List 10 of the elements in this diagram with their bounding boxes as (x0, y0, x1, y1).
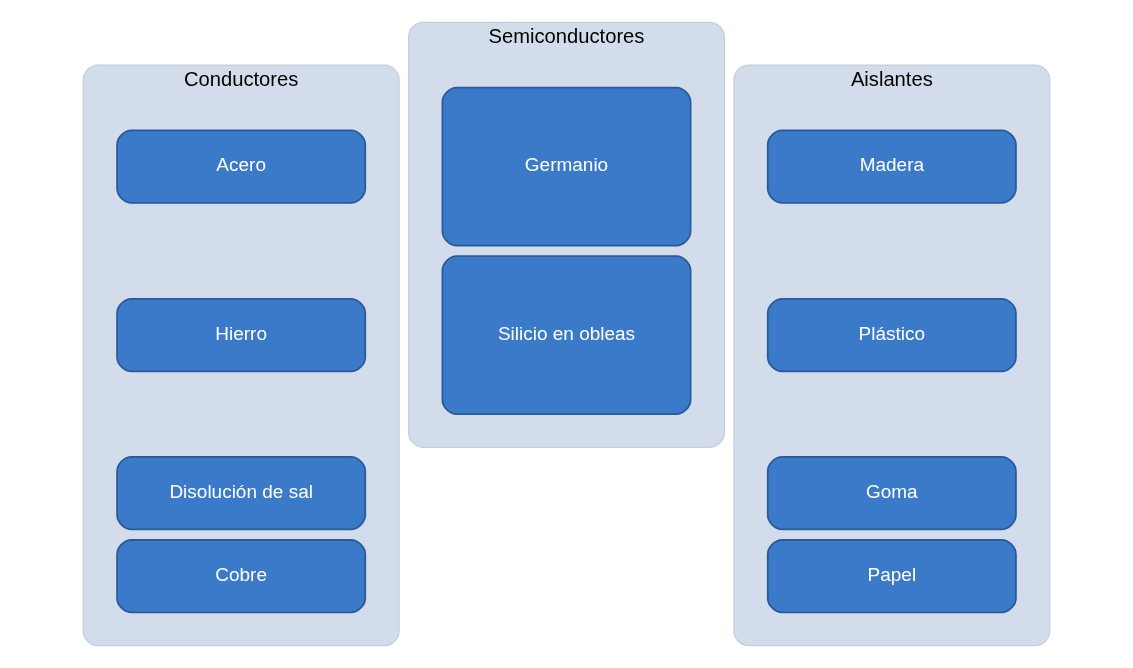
node-box: Acero (116, 129, 367, 204)
node-box: Papel (766, 539, 1017, 614)
node-box: Goma (766, 456, 1017, 531)
node-box: Cobre (116, 539, 367, 614)
node-box: Madera (766, 129, 1017, 204)
node-box: Plástico (766, 298, 1017, 373)
node-box: Germanio (441, 86, 692, 247)
node-box: Hierro (116, 298, 367, 373)
node-box: Silicio en obleas (441, 255, 692, 416)
node-box: Disolución de sal (116, 456, 367, 531)
